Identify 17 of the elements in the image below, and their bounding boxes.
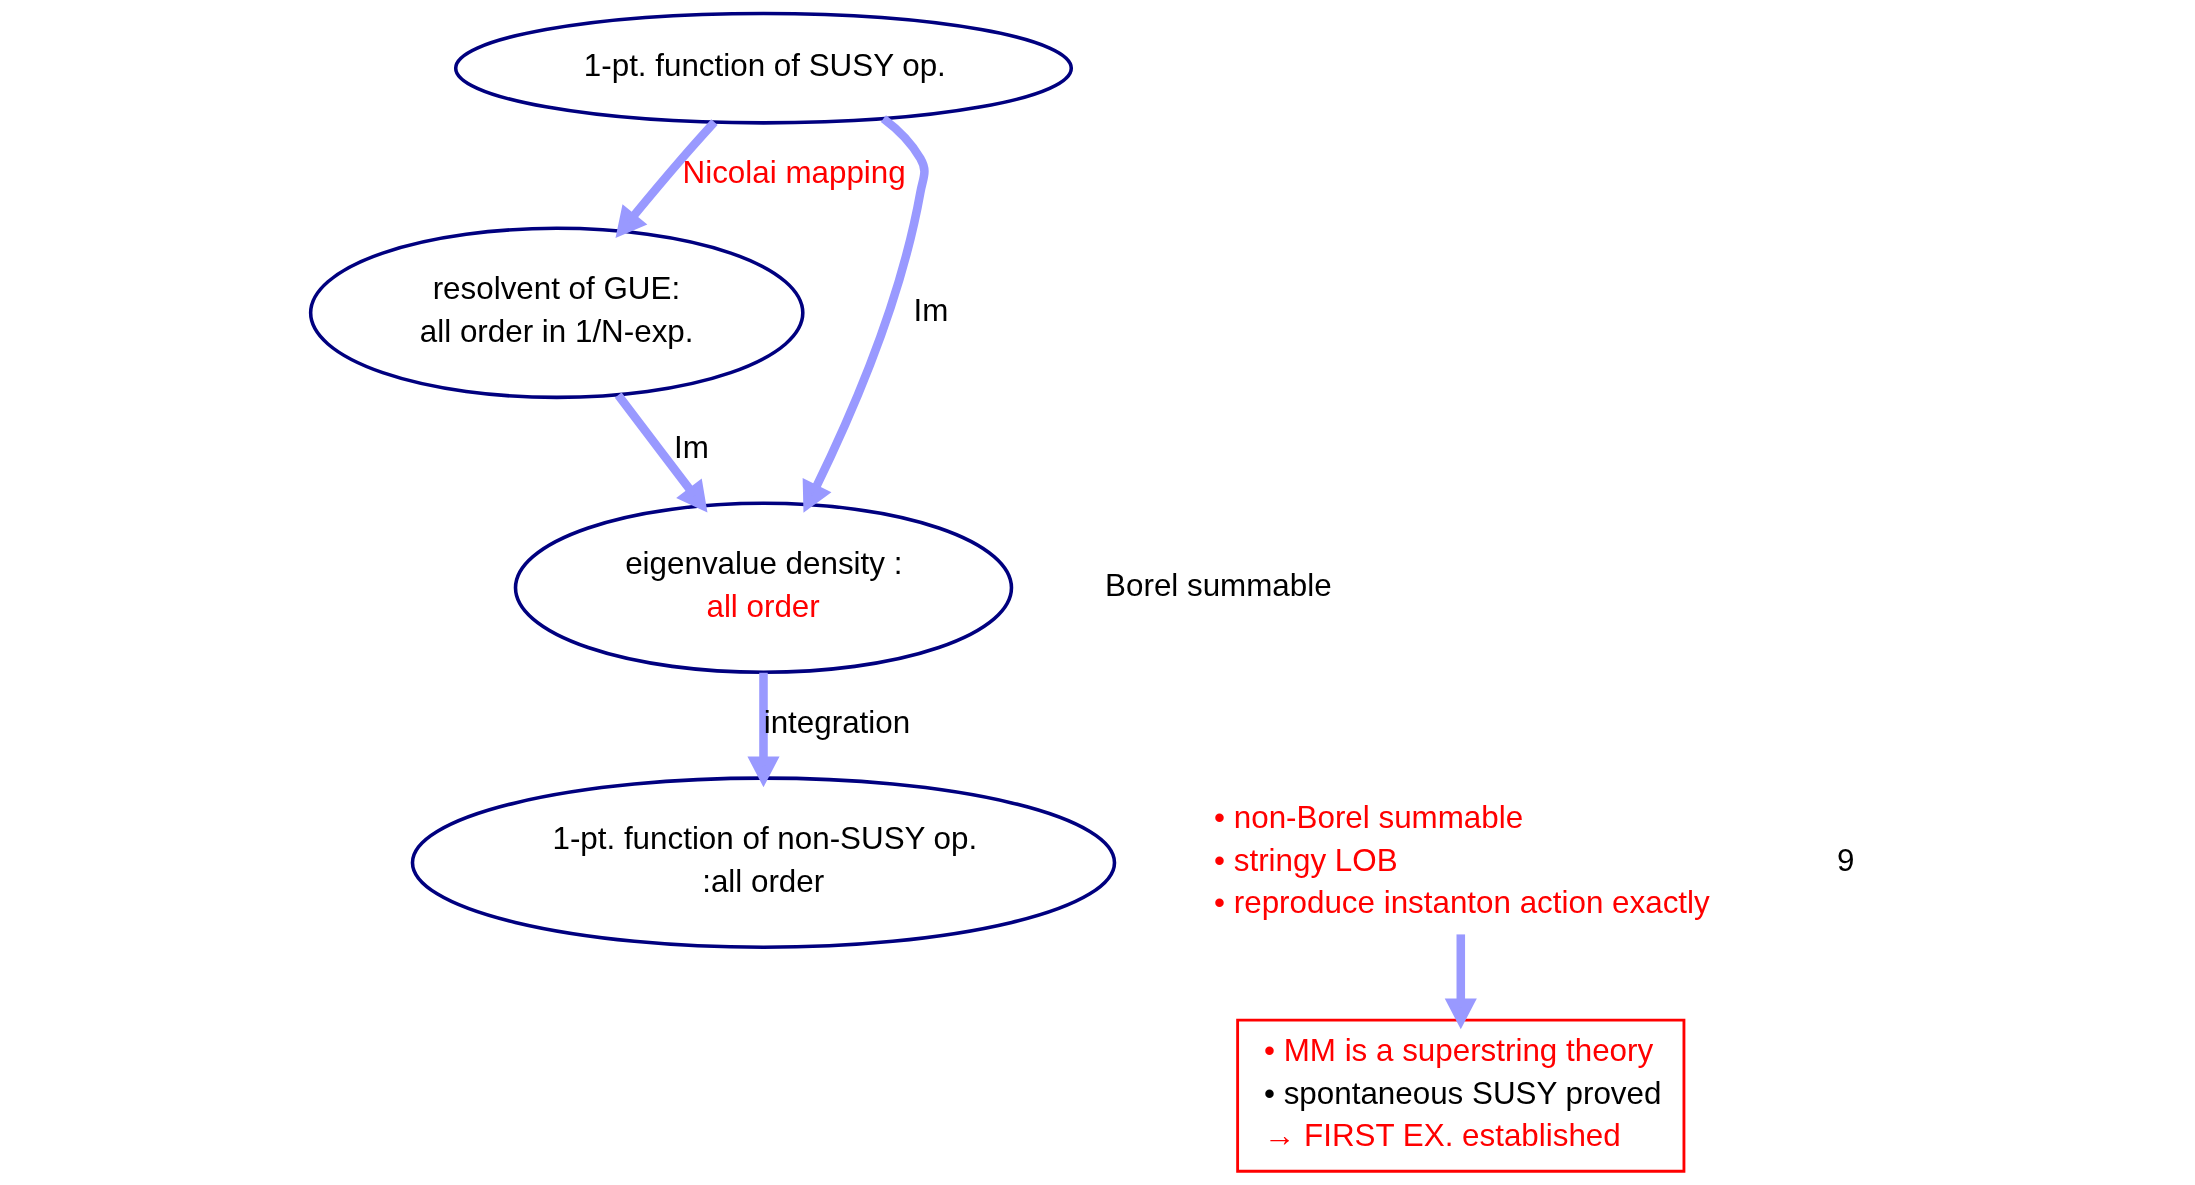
arrow [802,115,929,513]
node-box: • MM is a superstring theory • spontaneous SUSY proved → FIRST EX. established [1236,1018,1686,1173]
edge-label: Nicolai mapping [682,155,906,191]
arrow [747,672,780,788]
edge-label: integration [763,705,911,741]
node-ellipse: 1-pt. function of non-SUSY op. :all order [410,776,1117,949]
node-text: • non-Borel summable • stringy LOB • reproduce instanton action exactly [1214,799,1710,921]
arrow [1444,934,1477,1030]
arrow [614,392,708,513]
node-ellipse: 1-pt. function of SUSY op. [453,11,1074,125]
label: 9 [1837,842,1855,878]
edge-label: Im [913,292,949,328]
edge-label: Im [674,430,709,466]
arrow [615,119,718,238]
label: Borel summable [1105,567,1332,603]
node-ellipse: resolvent of GUE: all order in 1/N-exp. [308,226,805,400]
node-ellipse: eigenvalue density : all order [513,501,1014,675]
